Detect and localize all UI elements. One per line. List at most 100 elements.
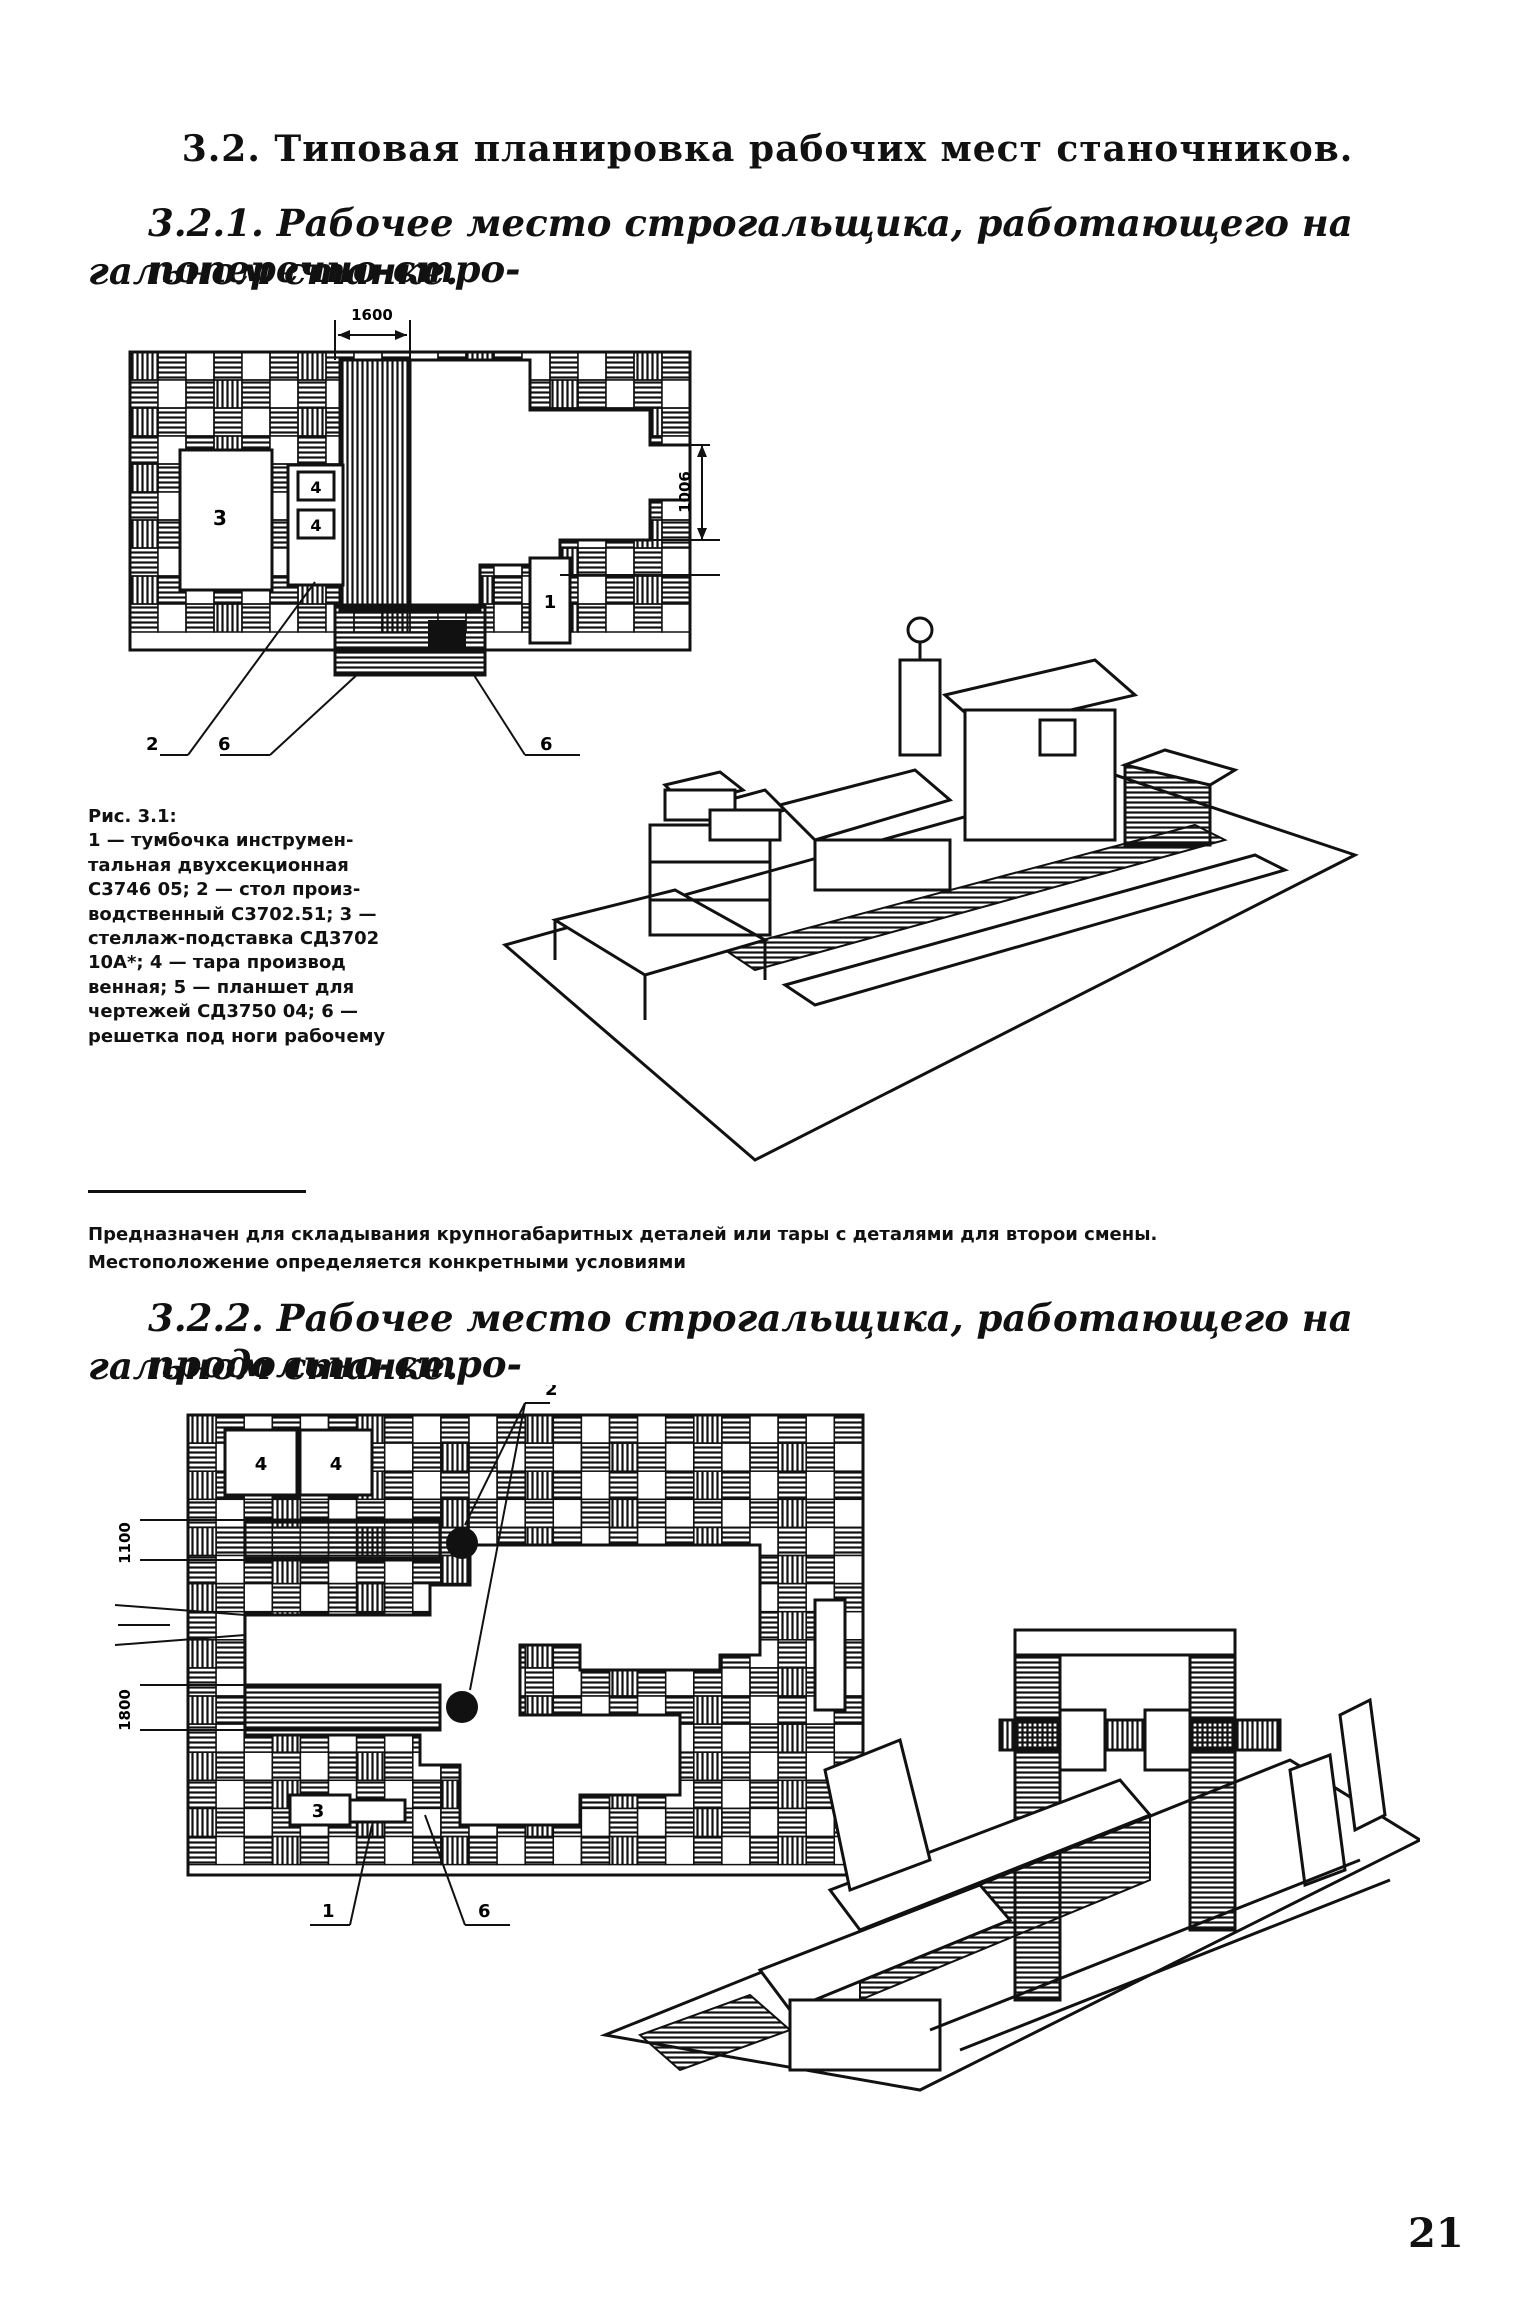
floor-tile bbox=[693, 1470, 723, 1501]
section-heading: 3.2. Типовая планировка рабочих мест ста… bbox=[181, 128, 1354, 170]
floor-tile bbox=[664, 1414, 695, 1444]
floor-tile bbox=[777, 1610, 807, 1641]
footnote-line2: Местоположение определяется конкретными … bbox=[88, 1252, 687, 1273]
floor-tile bbox=[412, 1835, 442, 1866]
floor-tile bbox=[187, 1526, 217, 1557]
floor-tile bbox=[524, 1414, 555, 1444]
figure-1-label-cabinet: 1 bbox=[544, 592, 557, 613]
floor-tile bbox=[269, 407, 299, 437]
floor-tile bbox=[187, 1470, 217, 1501]
floor-tile bbox=[241, 407, 271, 437]
floor-tile bbox=[605, 575, 635, 605]
caption-line: С3746 05; 2 — стол произ- bbox=[88, 879, 361, 901]
floor-tile bbox=[327, 1582, 358, 1613]
figure-1-isometric bbox=[501, 616, 1359, 1162]
floor-tile bbox=[777, 1414, 807, 1444]
figure-2-callout-2: 2 bbox=[545, 1385, 558, 1400]
floor-tile bbox=[552, 1498, 583, 1529]
floor-tile bbox=[805, 1835, 836, 1866]
figure-1-callout-6a: 6 bbox=[218, 734, 231, 755]
floor-tile bbox=[636, 1442, 667, 1472]
floor-tile bbox=[157, 603, 187, 633]
floor-tile bbox=[440, 1442, 470, 1472]
floor-tile bbox=[412, 1442, 442, 1472]
floor-tile bbox=[412, 1470, 442, 1501]
floor-tile bbox=[243, 1751, 274, 1782]
floor-tile bbox=[241, 351, 271, 381]
floor-tile bbox=[833, 1723, 864, 1753]
floor-tile bbox=[833, 1414, 864, 1444]
floor-tile bbox=[215, 1498, 245, 1529]
floor-tile bbox=[213, 351, 243, 381]
floor-tile bbox=[215, 1751, 245, 1782]
floor-tile bbox=[524, 1498, 555, 1529]
floor-tile bbox=[383, 1751, 414, 1782]
floor-tile bbox=[721, 1442, 751, 1472]
floor-tile bbox=[157, 407, 187, 437]
page-number: 21 bbox=[1408, 2210, 1464, 2257]
floor-tile bbox=[496, 1470, 526, 1501]
footnote-rule bbox=[88, 1190, 306, 1193]
floor-tile bbox=[805, 1442, 836, 1472]
floor-tile bbox=[269, 351, 299, 381]
floor-tile bbox=[440, 1414, 470, 1444]
floor-tile bbox=[496, 1835, 526, 1866]
floor-tile bbox=[777, 1498, 807, 1529]
floor-tile bbox=[187, 1610, 217, 1641]
caption-line: тальная двухсекционная bbox=[88, 854, 349, 876]
floor-tile bbox=[608, 1442, 639, 1472]
figure-1-plan: 3 4 4 1 1600 1006 2 6 6 bbox=[128, 306, 720, 756]
floor-tile bbox=[605, 379, 635, 409]
floor-tile bbox=[580, 1442, 611, 1472]
floor-tile bbox=[577, 379, 607, 409]
floor-tile bbox=[215, 1526, 245, 1557]
floor-tile bbox=[185, 379, 215, 409]
floor-tile bbox=[440, 1554, 470, 1585]
floor-tile bbox=[215, 1807, 245, 1838]
floor-tile bbox=[299, 1582, 330, 1613]
floor-tile bbox=[187, 1751, 217, 1782]
floor-tile bbox=[721, 1414, 751, 1444]
floor-tile bbox=[496, 1442, 526, 1472]
floor-tile bbox=[241, 603, 271, 633]
caption-line: чертежей СД3750 04; 6 — bbox=[88, 1001, 358, 1023]
floor-tile bbox=[468, 1498, 498, 1529]
floor-tile bbox=[213, 379, 243, 409]
floor-tile bbox=[633, 547, 663, 577]
floor-tile bbox=[187, 1414, 217, 1444]
floor-tile bbox=[661, 407, 691, 437]
floor-tile bbox=[355, 1582, 386, 1613]
floor-tile bbox=[664, 1442, 695, 1472]
floor-tile bbox=[552, 1667, 583, 1697]
floor-tile bbox=[577, 547, 607, 577]
floor-tile bbox=[383, 1835, 414, 1866]
floor-tile bbox=[749, 1835, 779, 1866]
figure-1-label-stand: 3 bbox=[213, 506, 227, 530]
floor-tile bbox=[271, 1751, 302, 1782]
floor-tile bbox=[524, 1470, 555, 1501]
floor-tile bbox=[269, 435, 299, 465]
floor-tile bbox=[805, 1723, 836, 1753]
floor-tile bbox=[187, 1779, 217, 1810]
floor-tile bbox=[129, 603, 159, 633]
floor-tile bbox=[580, 1498, 611, 1529]
floor-tile bbox=[636, 1414, 667, 1444]
floor-tile bbox=[608, 1835, 639, 1866]
figure-2-plan: 4 4 3 1100 1800 2 1 6 bbox=[114, 1385, 865, 1926]
figure-2-callout-6: 6 bbox=[478, 1901, 491, 1922]
floor-tile bbox=[187, 1807, 217, 1838]
floor-tile bbox=[749, 1498, 779, 1529]
floor-tile bbox=[805, 1526, 836, 1557]
floor-tile bbox=[129, 491, 159, 521]
figure-2-label-tare-b: 4 bbox=[330, 1454, 343, 1475]
floor-tile bbox=[549, 379, 579, 409]
floor-tile bbox=[805, 1498, 836, 1529]
floor-tile bbox=[215, 1695, 245, 1725]
floor-tile bbox=[833, 1470, 864, 1501]
floor-tile bbox=[661, 519, 691, 549]
floor-tile bbox=[440, 1835, 470, 1866]
floor-tile bbox=[327, 1835, 358, 1866]
floor-tile bbox=[440, 1470, 470, 1501]
floor-tile bbox=[468, 1470, 498, 1501]
floor-tile bbox=[215, 1639, 245, 1669]
